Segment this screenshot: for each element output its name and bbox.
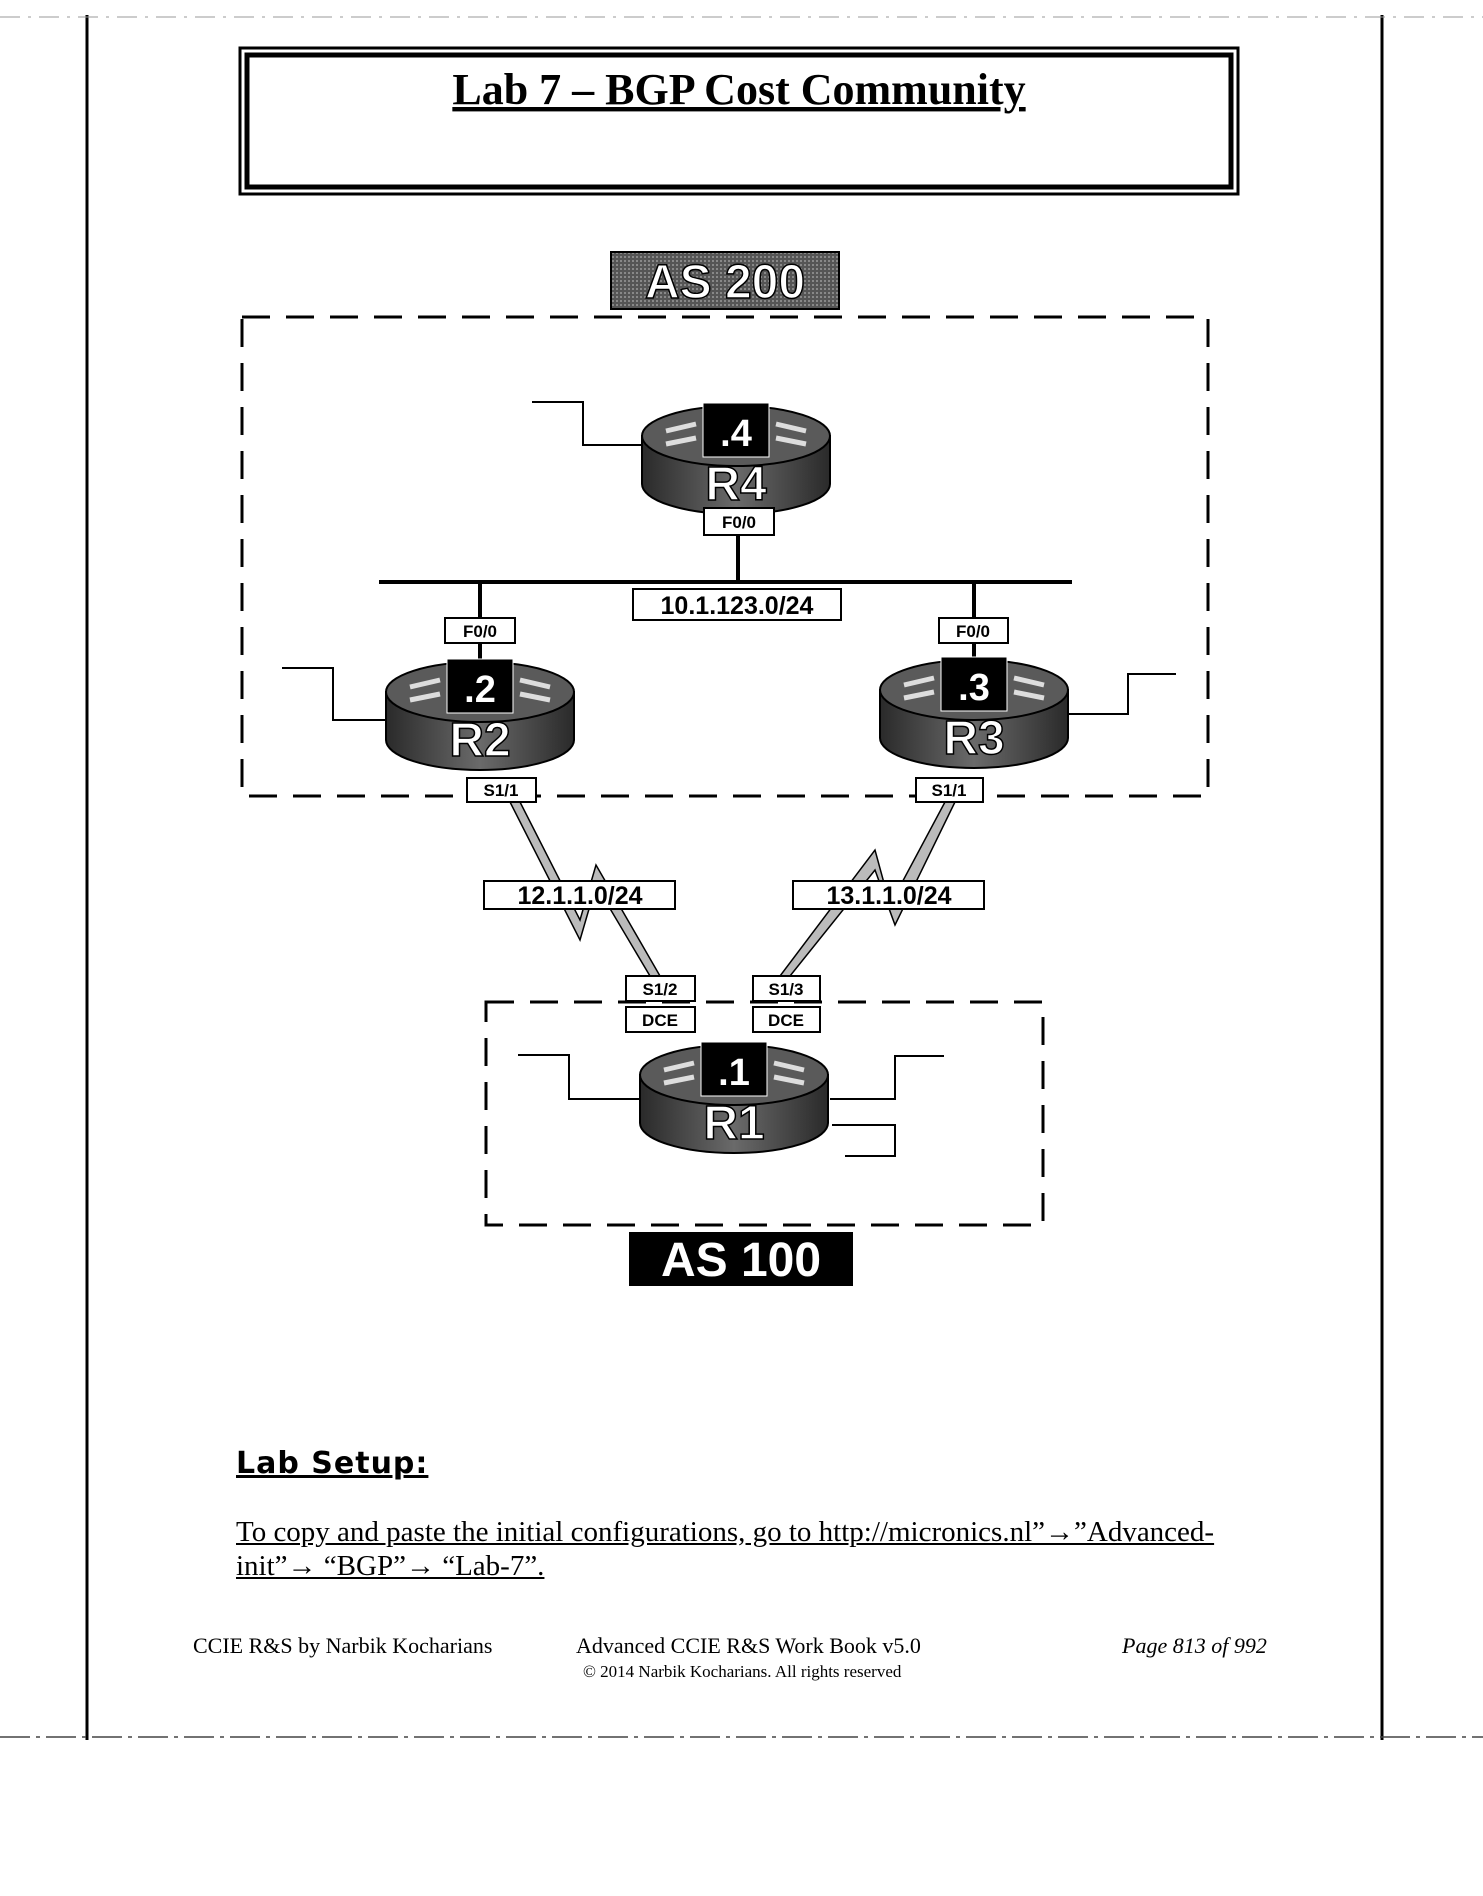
router-name: R2 bbox=[449, 714, 510, 767]
r3-f00-label: F0/0 bbox=[956, 622, 990, 641]
r2-f00-label: F0/0 bbox=[463, 622, 497, 641]
title-box bbox=[238, 46, 1240, 196]
network-label-boxes bbox=[483, 588, 985, 910]
lan-network-label: 10.1.123.0/24 bbox=[661, 592, 814, 620]
router-name: R4 bbox=[705, 458, 767, 511]
router-ip: .1 bbox=[718, 1052, 750, 1094]
svg-text:AS 200: AS 200 bbox=[645, 256, 805, 309]
router-r1[interactable]: .1 R1 bbox=[639, 1041, 829, 1154]
r1-r2-network-label: 12.1.1.0/24 bbox=[517, 882, 642, 910]
footer-book-title: Advanced CCIE R&S Work Book v5.0 bbox=[576, 1633, 921, 1658]
svg-text:AS 100: AS 100 bbox=[661, 1234, 821, 1287]
r1-s12-label: S1/2 bbox=[643, 980, 678, 999]
r2-s11-label: S1/1 bbox=[484, 781, 519, 800]
as-100-label: AS 100 bbox=[629, 1232, 853, 1287]
lab-setup-link-text[interactable]: To copy and paste the initial configurat… bbox=[236, 1516, 1215, 1582]
r1-dce-left-label: DCE bbox=[642, 1011, 678, 1030]
as-200-label: AS 200 bbox=[610, 251, 840, 310]
r1-r3-network-label: 13.1.1.0/24 bbox=[826, 882, 951, 910]
router-name: R1 bbox=[703, 1097, 764, 1150]
router-name: R3 bbox=[943, 712, 1004, 765]
stub-links bbox=[282, 401, 1176, 1157]
interface-labels bbox=[444, 507, 1009, 1033]
r1-s13-label: S1/3 bbox=[769, 980, 804, 999]
router-ip: .4 bbox=[720, 413, 752, 455]
router-r3[interactable]: .3 R3 bbox=[879, 656, 1069, 769]
r1-dce-right-label: DCE bbox=[768, 1011, 804, 1030]
lab-setup-heading: Lab Setup: bbox=[236, 1446, 429, 1481]
r4-f00-label: F0/0 bbox=[722, 513, 756, 532]
as-200-boundary bbox=[240, 315, 1210, 798]
footer-page-number: Page 813 of 992 bbox=[1122, 1633, 1267, 1658]
footer-author: CCIE R&S by Narbik Kocharians bbox=[193, 1633, 493, 1658]
router-ip: .2 bbox=[464, 669, 496, 711]
footer-copyright: © 2014 Narbik Kocharians. All rights res… bbox=[583, 1662, 902, 1681]
page-border bbox=[0, 15, 1483, 1740]
router-ip: .3 bbox=[958, 667, 990, 709]
r3-s11-label: S1/1 bbox=[932, 781, 967, 800]
router-r2[interactable]: .2 R2 bbox=[385, 658, 575, 771]
page-title: Lab 7 – BGP Cost Community bbox=[452, 65, 1025, 114]
router-r4[interactable]: .4 R4 bbox=[641, 402, 831, 515]
